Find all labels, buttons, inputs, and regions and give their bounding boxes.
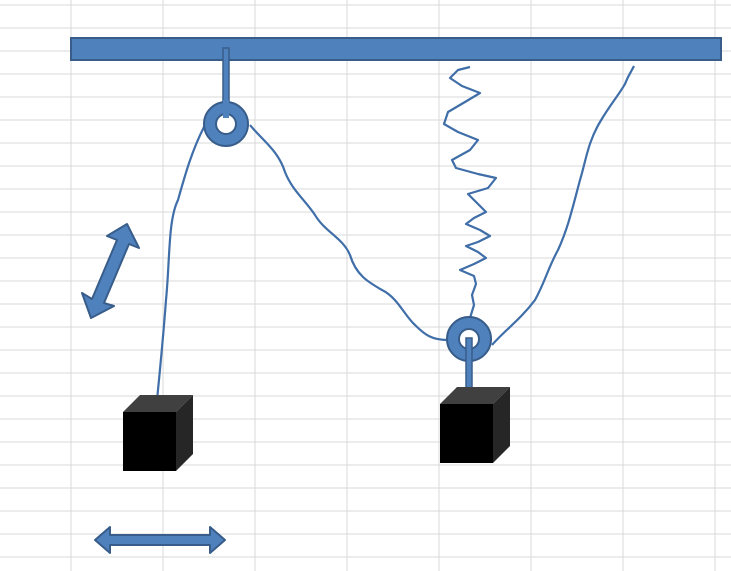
ceiling-beam <box>70 37 722 61</box>
rope-middle-segment <box>249 124 449 342</box>
double-headed-diagonal-arrow-icon <box>81 223 140 319</box>
rope-right-segment <box>491 65 635 346</box>
spring <box>442 65 498 319</box>
double-headed-horizontal-arrow-icon <box>94 526 226 554</box>
left-block <box>123 395 193 471</box>
rope-left-segment <box>155 124 206 401</box>
right-block <box>440 387 510 463</box>
fixed-pulley <box>203 100 249 147</box>
